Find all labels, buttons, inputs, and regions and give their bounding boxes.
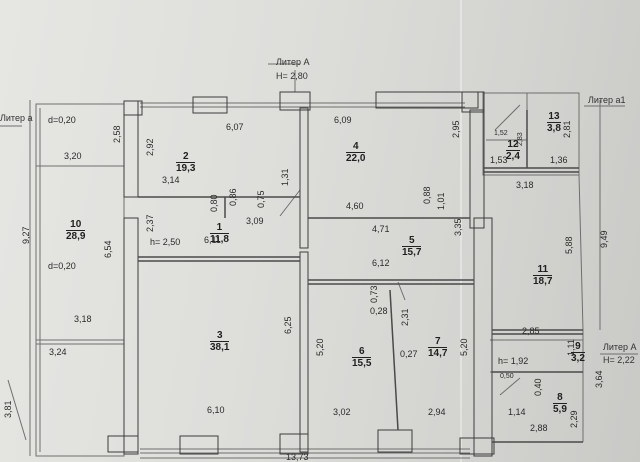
dim-label: 2,88	[530, 423, 548, 433]
dim-label: 3,81	[3, 400, 13, 418]
litera-a-small-label: Литер а	[0, 113, 33, 123]
dim-label: 1,36	[550, 155, 568, 165]
dim-label: 5,20	[459, 338, 469, 356]
dim-label: 3,18	[516, 180, 534, 190]
litera-a1-label: Литер а1	[588, 95, 626, 105]
dim-label: 9,27	[21, 226, 31, 244]
litera-a-label: Литер А	[276, 57, 310, 67]
dim-label: 5,20	[315, 338, 325, 356]
dim-label: 3,64	[594, 370, 604, 388]
litera-a-height: Н= 2,80	[276, 71, 308, 81]
dim-label: 2,29	[569, 410, 579, 428]
dim-label: 0,88	[422, 186, 432, 204]
dim-label: 6,25	[283, 316, 293, 334]
dim-label: 3,20	[64, 151, 82, 161]
dim-label: 2,85	[522, 326, 540, 336]
dim-label: 3,35	[453, 218, 463, 236]
dim-label: 0,50	[500, 373, 514, 380]
dim-label: 3,09	[246, 216, 264, 226]
dim-label: d=0,20	[48, 261, 76, 271]
dim-label: 1,31	[280, 168, 290, 186]
dim-label: 3,02	[333, 407, 351, 417]
dim-label: 1,14	[508, 407, 526, 417]
litera-a-lower-label: Литер А	[603, 342, 637, 352]
dim-label: h= 2,50	[150, 237, 181, 247]
dim-label: 2,92	[145, 138, 155, 156]
dim-label: 2,58	[112, 125, 122, 143]
dim-label: 2,83	[517, 132, 524, 146]
dim-label: 0,28	[370, 306, 388, 316]
dim-label: 1,11	[566, 339, 576, 356]
dim-label: 0,27	[400, 349, 418, 359]
litera-a-lower-height: Н= 2,22	[603, 355, 635, 365]
dim-label: 2,37	[145, 214, 155, 232]
dim-label: 0,40	[533, 378, 543, 396]
dim-label: 1,53	[490, 155, 508, 165]
paper-fold	[460, 0, 462, 462]
dim-label: d=0,20	[48, 115, 76, 125]
dim-label: 1,52	[494, 130, 508, 137]
dim-label: 0,73	[369, 285, 379, 303]
dim-label: h= 1,92	[498, 356, 529, 366]
dim-label: 0,86	[228, 188, 238, 206]
dim-label: 6,10	[207, 405, 225, 415]
dim-label: 6,07	[226, 122, 244, 132]
dim-label: 3,14	[162, 175, 180, 185]
dim-label: 3,18	[74, 314, 92, 324]
dim-label: 2,94	[428, 407, 446, 417]
dim-label: 0,80	[209, 194, 219, 212]
dim-label: 4,71	[372, 224, 390, 234]
dim-label: 6,12	[372, 258, 390, 268]
dim-label: 5,88	[564, 236, 574, 254]
dim-label: 3,24	[49, 347, 67, 357]
dim-label: 0,75	[256, 190, 266, 208]
dim-label: 2,81	[562, 120, 572, 138]
dim-label: 2,31	[400, 308, 410, 326]
dim-label: 6,09	[334, 115, 352, 125]
dim-label: 2,95	[451, 120, 461, 138]
dim-label: 13,73	[286, 452, 309, 462]
dim-label: 6,11	[204, 235, 221, 245]
dim-label: 4,60	[346, 201, 364, 211]
dim-label: 9,49	[599, 230, 609, 248]
dim-label: 6,54	[103, 240, 113, 258]
dim-label: 1,01	[436, 192, 446, 210]
